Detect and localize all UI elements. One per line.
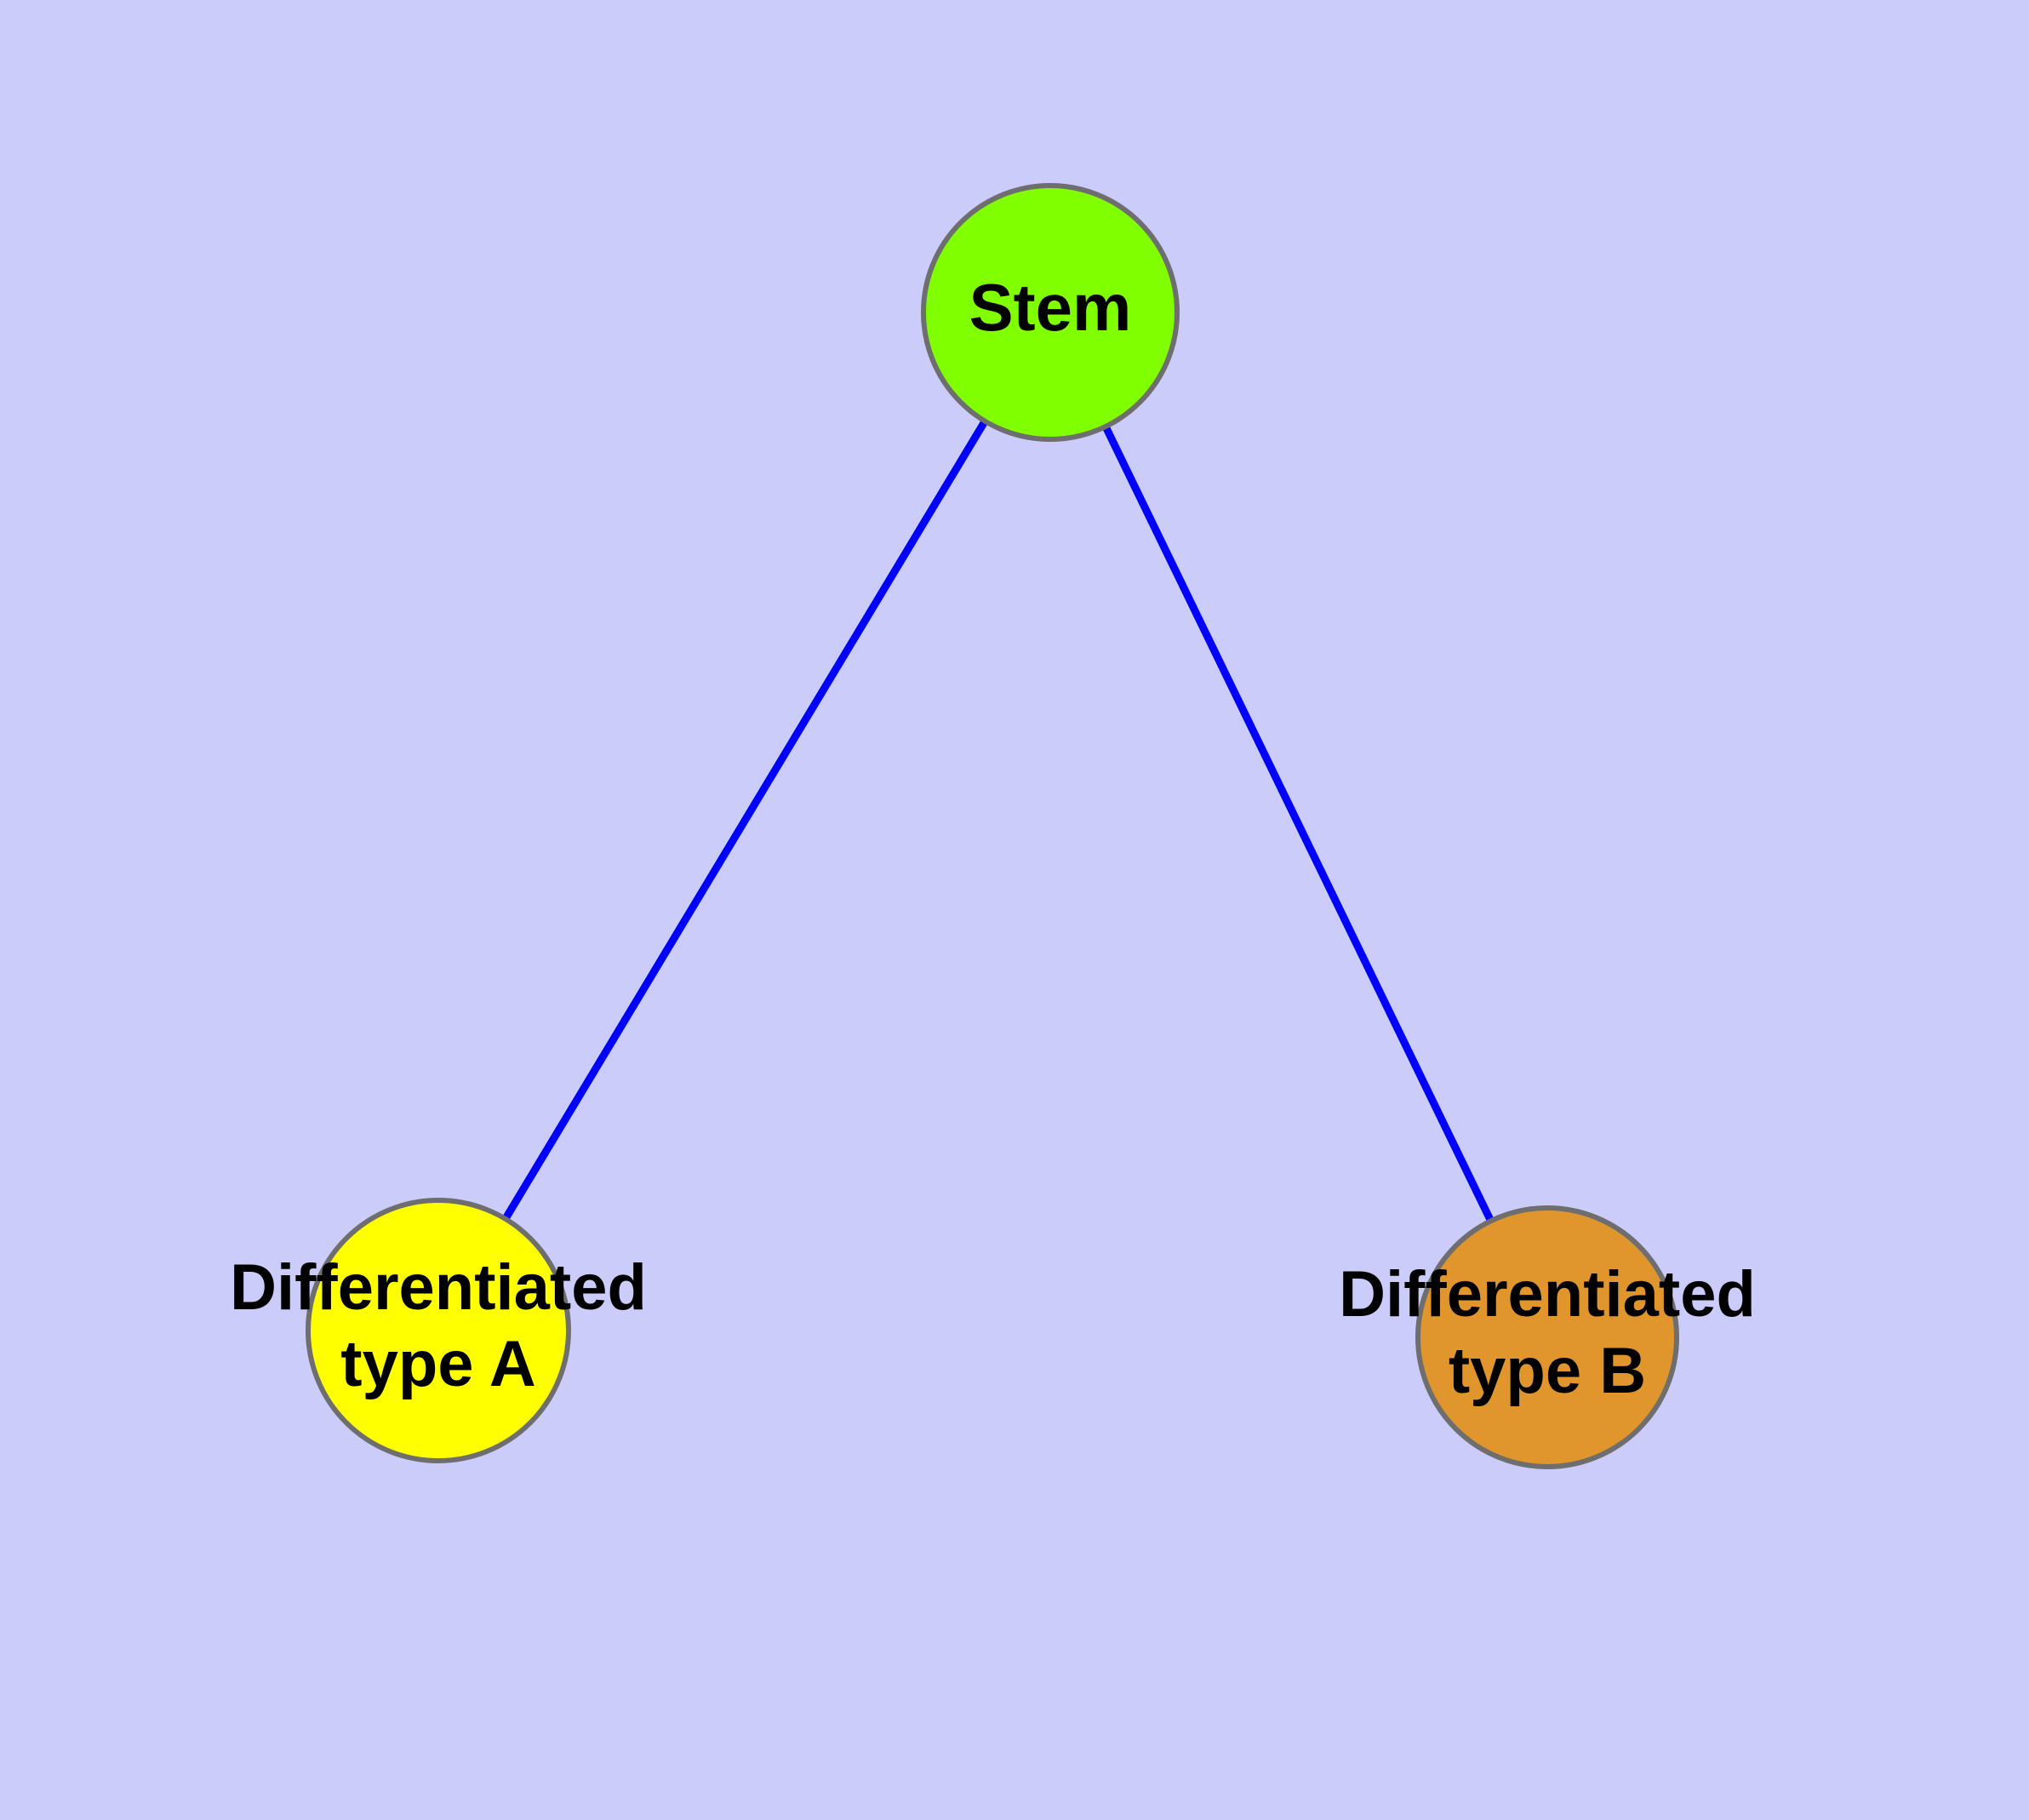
edge-stem-to-diff-b[interactable] (1100, 421, 1496, 1226)
node-stem-circle[interactable] (921, 183, 1180, 442)
node-differentiated-type-a-circle[interactable] (306, 1198, 571, 1463)
edge-stem-to-diff-a[interactable] (500, 415, 991, 1224)
node-differentiated-type-b-circle[interactable] (1415, 1205, 1679, 1469)
node-stem-label: Stem (969, 270, 1132, 345)
edge-layer (500, 415, 1496, 1226)
node-stem[interactable]: Stem (921, 183, 1180, 442)
